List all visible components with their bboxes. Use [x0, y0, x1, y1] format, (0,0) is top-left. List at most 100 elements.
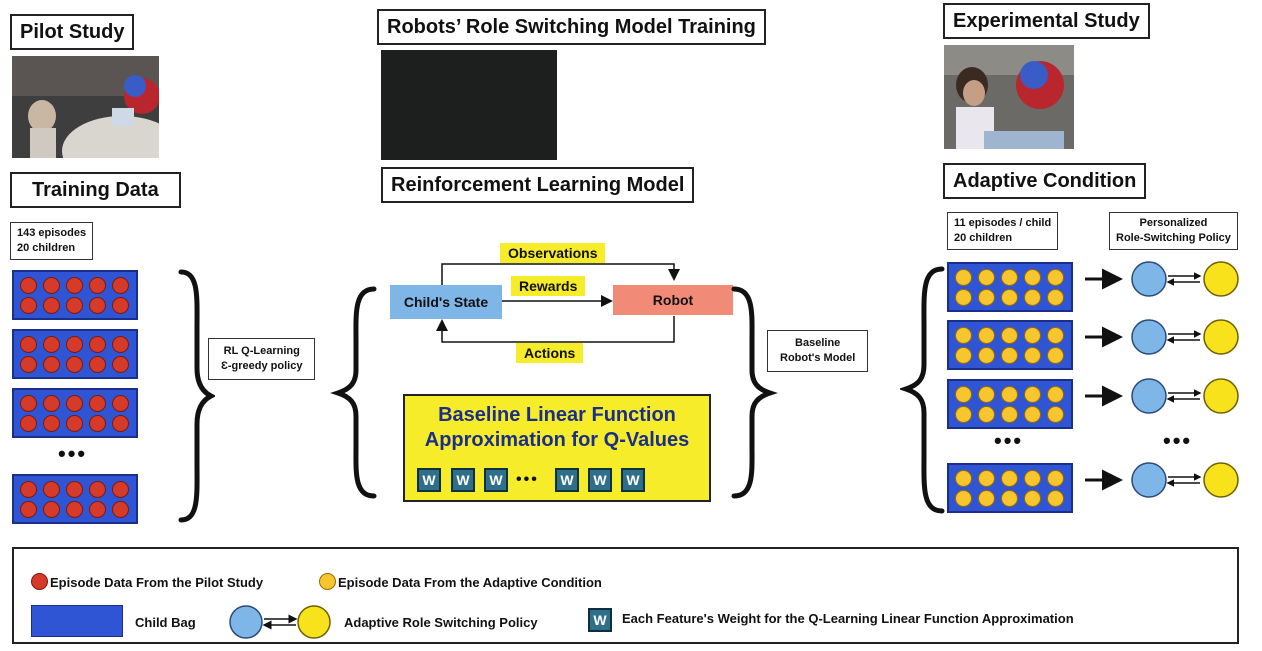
feature-weight-box: W	[555, 468, 579, 492]
rl-loop-arrows	[436, 263, 680, 343]
left-middle-curly-brace	[330, 286, 377, 499]
pilot-episode-dot	[43, 336, 60, 353]
pilot-episode-dot	[20, 356, 37, 373]
pilot-episode-dot	[112, 395, 129, 412]
training-screen-image	[381, 50, 557, 160]
pilot-episode-dot	[89, 415, 106, 432]
adaptive-episode-dot	[955, 269, 972, 286]
pilot-episode-dot	[66, 277, 83, 294]
pilot-episode-dot	[20, 415, 37, 432]
training-data-title: Training Data	[10, 172, 181, 208]
child-bag	[947, 463, 1073, 513]
observations-label: Observations	[500, 243, 606, 263]
pilot-episode-legend-dot	[31, 573, 48, 590]
pilot-episode-dot	[43, 481, 60, 498]
feature-weight-box: W	[621, 468, 645, 492]
pilot-episode-dot	[20, 277, 37, 294]
adaptive-episode-dot	[955, 289, 972, 306]
policy-yellow-circle	[1203, 378, 1239, 414]
pilot-episode-dot	[20, 297, 37, 314]
adaptive-episode-dot	[1047, 269, 1064, 286]
role-switching-policy-label: Role-Switching Policy	[1116, 232, 1231, 244]
robots-model-label: Robot's Model	[780, 352, 856, 364]
pilot-episode-dot	[43, 277, 60, 294]
adaptive-episode-dot	[978, 490, 995, 507]
pilot-episode-dot	[112, 297, 129, 314]
policy-yellow-circle	[1203, 462, 1239, 498]
adaptive-episode-dot	[1001, 347, 1018, 364]
weight-legend-label: Each Feature's Weight for the Q-Learning…	[622, 611, 1074, 626]
adaptive-episode-legend-label: Episode Data From the Adaptive Condition	[338, 575, 602, 590]
pilot-episode-dot	[66, 297, 83, 314]
role-switching-training-title: Robots’ Role Switching Model Training	[377, 9, 766, 45]
pilot-episode-dot	[43, 297, 60, 314]
adaptive-episode-dot	[1047, 386, 1064, 403]
policy-blue-circle	[1131, 319, 1167, 355]
pilot-episode-dot	[112, 356, 129, 373]
feature-weight-box: W	[417, 468, 441, 492]
adaptive-episode-dot	[1047, 470, 1064, 487]
policies-ellipsis: •••	[1163, 428, 1193, 453]
adaptive-episode-dot	[955, 386, 972, 403]
adaptive-children-count: 20 children	[954, 232, 1013, 244]
adaptive-episode-dot	[978, 470, 995, 487]
adaptive-episode-dot	[1047, 327, 1064, 344]
weight-legend-icon: W	[588, 608, 612, 632]
experimental-study-title: Experimental Study	[943, 3, 1150, 39]
pilot-episode-dot	[43, 395, 60, 412]
adaptive-episode-dot	[978, 386, 995, 403]
child-bag-legend-label: Child Bag	[135, 615, 196, 630]
adaptive-episode-dot	[1047, 406, 1064, 423]
baseline-approximation-line2: Approximation for Q-Values	[424, 429, 690, 451]
adaptive-episode-dot	[1024, 347, 1041, 364]
pilot-episode-dot	[89, 336, 106, 353]
pilot-episode-dot	[20, 481, 37, 498]
left-curly-brace	[178, 269, 215, 523]
pilot-episode-dot	[43, 415, 60, 432]
experimental-photo-illustration	[944, 45, 1074, 149]
pilot-episode-dot	[66, 336, 83, 353]
policy-legend-label: Adaptive Role Switching Policy	[344, 615, 538, 630]
pilot-study-title: Pilot Study	[10, 14, 135, 50]
pilot-episode-dot	[89, 501, 106, 518]
pilot-episode-dot	[43, 501, 60, 518]
pilot-episode-dot	[112, 481, 129, 498]
policy-blue-circle	[1131, 261, 1167, 297]
child-bag	[947, 379, 1073, 429]
pilot-study-photo	[12, 56, 159, 158]
pilot-episode-dot	[112, 501, 129, 518]
baseline-label: Baseline	[795, 337, 841, 349]
pilot-episode-dot	[20, 395, 37, 412]
feature-weight-box: W	[484, 468, 508, 492]
pilot-episode-dot	[89, 395, 106, 412]
pilot-episode-legend-label: Episode Data From the Pilot Study	[50, 575, 264, 590]
child-bag	[947, 320, 1073, 370]
policy-row	[1085, 319, 1239, 355]
child-bag	[947, 262, 1073, 312]
baseline-robot-model-box: Baseline Robot's Model	[767, 330, 869, 372]
weights-ellipsis: •••	[516, 471, 539, 488]
policy-row	[1085, 378, 1239, 414]
adaptive-episode-dot	[955, 406, 972, 423]
adaptive-episode-dot	[1001, 289, 1018, 306]
adaptive-condition-title: Adaptive Condition	[943, 163, 1147, 199]
pilot-episode-dot	[66, 356, 83, 373]
adaptive-episode-dot	[955, 490, 972, 507]
right-middle-curly-brace	[731, 286, 778, 499]
pilot-bags-ellipsis: •••	[58, 441, 88, 466]
pilot-episode-dot	[112, 415, 129, 432]
adaptive-episode-dot	[978, 406, 995, 423]
pilot-episode-dot	[66, 415, 83, 432]
adaptive-episode-dot	[978, 289, 995, 306]
adaptive-episode-dot	[1024, 406, 1041, 423]
adaptive-episode-legend-dot	[319, 573, 336, 590]
policy-yellow-circle	[1203, 319, 1239, 355]
rewards-label: Rewards	[511, 276, 586, 296]
rl-qlearning-box: RL Q-Learning Ɛ-greedy policy	[208, 338, 316, 380]
adaptive-episode-dot	[955, 470, 972, 487]
adaptive-episode-dot	[1047, 490, 1064, 507]
pilot-episode-dot	[43, 356, 60, 373]
adaptive-episode-dot	[1024, 470, 1041, 487]
policy-rows	[1085, 261, 1239, 498]
adaptive-episodes-count: 11 episodes / child	[954, 217, 1052, 229]
